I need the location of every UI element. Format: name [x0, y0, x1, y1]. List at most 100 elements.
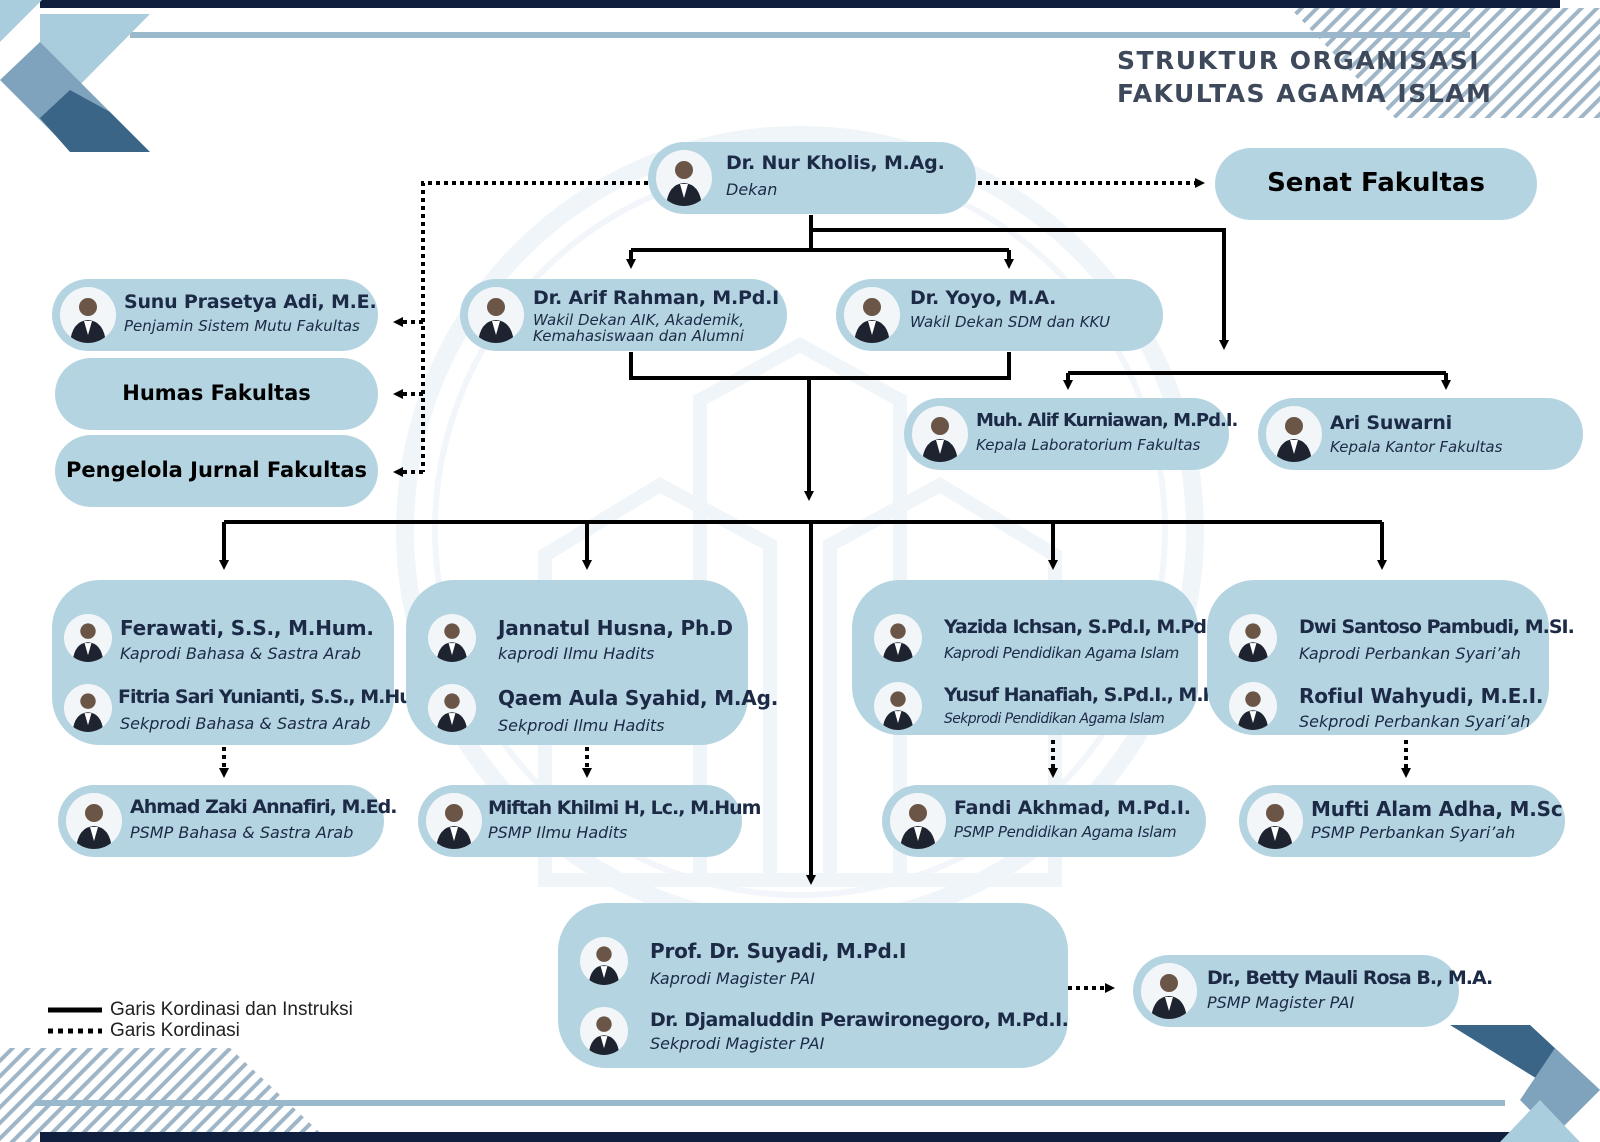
person-icon [436, 693, 468, 732]
avatar [1141, 963, 1197, 1019]
stripe-decoration [0, 1048, 330, 1142]
person-icon [882, 691, 914, 730]
pai-psmp-name: Fandi Akhmad, M.Pd.I. [954, 797, 1191, 819]
psmp-arab-card: Ahmad Zaki Annafiri, M.Ed. PSMP Bahasa &… [58, 785, 397, 857]
person-icon [72, 693, 104, 732]
person-icon [436, 804, 472, 849]
arab-head-name: Ferawati, S.S., M.Hum. [120, 616, 374, 640]
perbankan-psmp-name: Mufti Alam Adha, M.Sc [1311, 797, 1563, 821]
magister-psmp-role: PSMP Magister PAI [1207, 993, 1355, 1012]
avatar [1266, 406, 1322, 462]
pai-psmp-role: PSMP Pendidikan Agama Islam [954, 823, 1177, 841]
psmp-pai-card: Fandi Akhmad, M.Pd.I. PSMP Pendidikan Ag… [882, 785, 1206, 857]
prodi-pai-card: Yazida Ichsan, S.Pd.I, M.Pd Kaprodi Pend… [852, 580, 1235, 735]
legend-swatches [48, 1007, 102, 1034]
senat-label: Senat Fakultas [1267, 168, 1485, 198]
office-head-card: Ari Suwarni Kepala Kantor Fakultas [1258, 398, 1583, 470]
prodi-hadits-card: Jannatul Husna, Ph.D kaprodi Ilmu Hadits… [406, 580, 778, 745]
person-icon [478, 298, 514, 343]
prodi-arab-card: Ferawati, S.S., M.Hum. Kaprodi Bahasa & … [52, 580, 438, 745]
pai-sec-role: Sekprodi Pendidikan Agama Islam [944, 711, 1165, 727]
pai-head-name: Yazida Ichsan, S.Pd.I, M.Pd [944, 616, 1207, 638]
pai-sec-name: Yusuf Hanafiah, S.Pd.I., M.Pd. [944, 684, 1235, 706]
avatar [1247, 793, 1303, 849]
avatar [426, 793, 482, 849]
dotted-line [421, 181, 648, 472]
psmp-hadits-card: Miftah Khilmi H, Lc., M.Hum PSMP Ilmu Ha… [418, 785, 761, 857]
quality-role: Penjamin Sistem Mutu Fakultas [124, 317, 360, 335]
arif-role-line-2: Kemahasiswaan dan Alumni [533, 327, 744, 345]
yoyo-name: Dr. Yoyo, M.A. [910, 287, 1057, 309]
person-icon [72, 623, 104, 662]
vice-dean-arif-card: Dr. Arif Rahman, M.Pd.I Wakil Dekan AIK,… [460, 279, 787, 351]
person-icon [1276, 417, 1312, 462]
hadits-sec-role: Sekprodi Ilmu Hadits [498, 716, 665, 735]
avatar [60, 287, 116, 343]
avatar [580, 1007, 628, 1055]
title-line-2: FAKULTAS AGAMA ISLAM [1117, 79, 1493, 108]
avatar [64, 614, 112, 662]
lab-head-card: Muh. Alif Kurniawan, M.Pd.I. Kepala Labo… [904, 398, 1238, 470]
hadits-psmp-role: PSMP Ilmu Hadits [488, 823, 628, 842]
magister-head-name: Prof. Dr. Suyadi, M.Pd.I [650, 939, 907, 963]
hadits-psmp-name: Miftah Khilmi H, Lc., M.Hum [488, 797, 761, 819]
corner-shape [40, 90, 110, 152]
avatar [428, 684, 476, 732]
avatar [580, 937, 628, 985]
stripe-decoration [1290, 8, 1600, 118]
quality-assurance-card: Sunu Prasetya Adi, M.E. Penjamin Sistem … [52, 279, 378, 351]
quality-name: Sunu Prasetya Adi, M.E. [124, 291, 377, 313]
prodi-perbankan-card: Dwi Santoso Pambudi, M.SI. Kaprodi Perba… [1207, 580, 1575, 735]
avatar [64, 684, 112, 732]
perbankan-head-name: Dwi Santoso Pambudi, M.SI. [1299, 616, 1575, 638]
person-icon [588, 946, 620, 985]
corner-shape [1500, 1100, 1580, 1142]
avatar [468, 287, 524, 343]
lab-name: Muh. Alif Kurniawan, M.Pd.I. [976, 410, 1238, 431]
perbankan-head-role: Kaprodi Perbankan Syari’ah [1299, 644, 1521, 663]
arif-role-line-1: Wakil Dekan AIK, Akademik, [533, 311, 745, 329]
person-icon [1237, 623, 1269, 662]
person-icon [922, 417, 958, 462]
person-icon [588, 1016, 620, 1055]
person-icon [1237, 691, 1269, 730]
dean-card: Dr. Nur Kholis, M.Ag. Dekan [648, 142, 976, 214]
solid-line [811, 228, 1229, 350]
avatar [844, 287, 900, 343]
hadits-sec-name: Qaem Aula Syahid, M.Ag. [498, 686, 779, 710]
office-name: Ari Suwarni [1330, 412, 1452, 434]
top-navy-bar [40, 0, 1560, 8]
person-icon [1151, 974, 1187, 1019]
magister-psmp-name: Dr., Betty Mauli Rosa B., M.A. [1207, 967, 1493, 989]
senat-card: Senat Fakultas [1215, 148, 1537, 220]
avatar [656, 150, 712, 206]
arif-name: Dr. Arif Rahman, M.Pd.I [533, 287, 780, 309]
dean-name: Dr. Nur Kholis, M.Ag. [726, 152, 945, 174]
avatar [874, 682, 922, 730]
arif-role: Wakil Dekan AIK, Akademik, Kemahasiswaan… [533, 312, 744, 344]
office-role: Kepala Kantor Fakultas [1330, 438, 1503, 456]
legend: Garis Kordinasi dan Instruksi Garis Kord… [46, 998, 376, 1044]
jurnal-label: Pengelola Jurnal Fakultas [65, 458, 368, 482]
humas-card: Humas Fakultas [55, 358, 378, 430]
avatar [1229, 614, 1277, 662]
avatar [874, 614, 922, 662]
legend-solid-label: Garis Kordinasi dan Instruksi [110, 999, 353, 1020]
avatar [1229, 682, 1277, 730]
magister-head-role: Kaprodi Magister PAI [650, 969, 815, 988]
title-line-1: STRUKTUR ORGANISASI [1117, 46, 1481, 75]
corner-shape [0, 0, 42, 42]
perbankan-psmp-role: PSMP Perbankan Syari’ah [1311, 823, 1516, 842]
arab-sec-role: Sekprodi Bahasa & Sastra Arab [120, 714, 371, 733]
magister-sec-name: Dr. Djamaluddin Perawironegoro, M.Pd.I. [650, 1009, 1069, 1031]
arab-sec-name: Fitria Sari Yunianti, S.S., M.Hum. [118, 686, 438, 708]
legend-dotted-label: Garis Kordinasi [110, 1020, 240, 1041]
hadits-head-name: Jannatul Husna, Ph.D [498, 616, 733, 640]
avatar [912, 406, 968, 462]
avatar [890, 793, 946, 849]
person-icon [436, 623, 468, 662]
lab-role: Kepala Laboratorium Fakultas [976, 436, 1201, 454]
arab-psmp-role: PSMP Bahasa & Sastra Arab [130, 823, 354, 842]
person-icon [1257, 804, 1293, 849]
